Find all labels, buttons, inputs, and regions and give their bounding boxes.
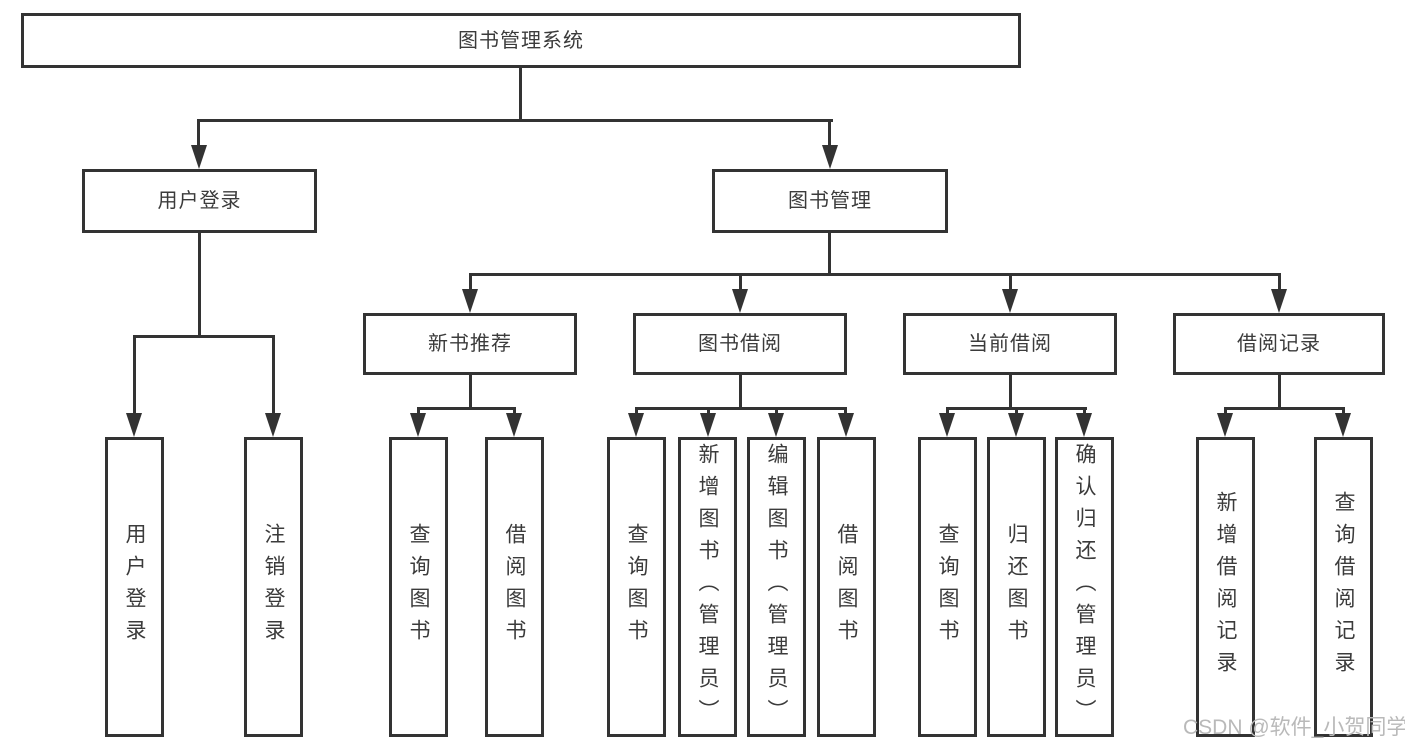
edge-new-book-recommend-bar xyxy=(417,407,516,410)
edge-to-new-book-recommend-arrowhead xyxy=(462,289,478,313)
edge-bb-to-borrow-books-arrowhead xyxy=(838,413,854,437)
watermark-text: CSDN @软件_小贺同学 xyxy=(1183,716,1405,739)
leaf-user-login-label: 用户登录 xyxy=(123,523,146,651)
leaf-query-books-current: 查询图书 xyxy=(918,437,977,737)
edge-book-borrowing-stem xyxy=(739,375,742,410)
edge-nb-to-query-books-arrowhead xyxy=(410,413,426,437)
leaf-query-borrow-record-label: 查询借阅记录 xyxy=(1332,491,1355,683)
edge-book-borrowing-bar xyxy=(635,407,847,410)
edge-cb-to-return-book-arrowhead xyxy=(1008,413,1024,437)
leaf-confirm-return-admin-label: 确认归还（管理员） xyxy=(1073,443,1096,731)
leaf-logout: 注销登录 xyxy=(244,437,303,737)
leaf-user-login: 用户登录 xyxy=(105,437,164,737)
leaf-borrow-books-borrowing-label: 借阅图书 xyxy=(835,523,858,651)
edge-cb-to-query-books-arrowhead xyxy=(939,413,955,437)
node-book-management-system-label: 图书管理系统 xyxy=(458,29,584,52)
edge-borrowing-records-stem xyxy=(1278,375,1281,410)
leaf-borrow-books-recommend: 借阅图书 xyxy=(485,437,544,737)
leaf-add-borrow-record-label: 新增借阅记录 xyxy=(1214,491,1237,683)
edge-to-book-management-line xyxy=(828,119,831,149)
leaf-return-book: 归还图书 xyxy=(987,437,1046,737)
node-book-borrowing: 图书借阅 xyxy=(633,313,847,375)
edge-bb-to-add-book-arrowhead xyxy=(700,413,716,437)
edge-cb-to-confirm-return-arrowhead xyxy=(1076,413,1092,437)
node-user-login: 用户登录 xyxy=(82,169,317,233)
node-new-book-recommend-label: 新书推荐 xyxy=(428,333,512,355)
edge-to-leaf-user-login-arrowhead xyxy=(126,413,142,437)
edge-current-borrowing-stem xyxy=(1009,375,1012,410)
edge-book-management-bar xyxy=(469,273,1281,276)
edge-to-borrowing-records-arrowhead xyxy=(1271,289,1287,313)
node-book-borrowing-label: 图书借阅 xyxy=(698,333,782,355)
edge-br-to-query-record-arrowhead xyxy=(1335,413,1351,437)
leaf-query-books-recommend-label: 查询图书 xyxy=(407,523,430,651)
leaf-return-book-label: 归还图书 xyxy=(1005,523,1028,651)
node-current-borrowing: 当前借阅 xyxy=(903,313,1117,375)
node-new-book-recommend: 新书推荐 xyxy=(363,313,577,375)
edge-to-current-borrowing-arrowhead xyxy=(1002,289,1018,313)
leaf-add-book-admin-label: 新增图书（管理员） xyxy=(696,443,719,731)
leaf-borrow-books-borrowing: 借阅图书 xyxy=(817,437,876,737)
edge-user-login-stem xyxy=(198,233,201,338)
leaf-add-borrow-record: 新增借阅记录 xyxy=(1196,437,1255,737)
node-user-login-label: 用户登录 xyxy=(157,190,242,212)
edge-book-management-stem xyxy=(828,233,831,276)
node-book-management-system: 图书管理系统 xyxy=(21,13,1021,68)
edge-to-leaf-logout-line xyxy=(272,335,275,419)
edge-to-user-login-arrowhead xyxy=(191,145,207,169)
leaf-query-books-recommend: 查询图书 xyxy=(389,437,448,737)
node-borrowing-records: 借阅记录 xyxy=(1173,313,1385,375)
leaf-query-books-borrowing: 查询图书 xyxy=(607,437,666,737)
edge-to-book-management-arrowhead xyxy=(822,145,838,169)
edge-new-book-recommend-stem xyxy=(469,375,472,410)
edge-to-borrowing-records-line xyxy=(1278,273,1281,295)
leaf-edit-book-admin-label: 编辑图书（管理员） xyxy=(765,443,788,731)
leaf-query-books-borrowing-label: 查询图书 xyxy=(625,523,648,651)
edge-to-leaf-logout-arrowhead xyxy=(265,413,281,437)
edge-to-book-borrowing-line xyxy=(739,273,742,295)
leaf-edit-book-admin: 编辑图书（管理员） xyxy=(747,437,806,737)
node-book-management: 图书管理 xyxy=(712,169,948,233)
edge-to-book-borrowing-arrowhead xyxy=(732,289,748,313)
edge-bb-to-query-books-arrowhead xyxy=(628,413,644,437)
edge-br-to-add-record-arrowhead xyxy=(1217,413,1233,437)
node-current-borrowing-label: 当前借阅 xyxy=(968,333,1052,355)
edge-user-login-bar xyxy=(133,335,275,338)
edge-borrowing-records-bar xyxy=(1224,407,1345,410)
edge-to-user-login-line xyxy=(197,119,200,149)
leaf-query-borrow-record: 查询借阅记录 xyxy=(1314,437,1373,737)
edge-nb-to-borrow-books-arrowhead xyxy=(506,413,522,437)
edge-root-stem xyxy=(519,68,522,122)
leaf-confirm-return-admin: 确认归还（管理员） xyxy=(1055,437,1114,737)
edge-to-current-borrowing-line xyxy=(1009,273,1012,295)
leaf-add-book-admin: 新增图书（管理员） xyxy=(678,437,737,737)
node-book-management-label: 图书管理 xyxy=(788,190,872,212)
edge-bb-to-edit-book-arrowhead xyxy=(768,413,784,437)
leaf-borrow-books-recommend-label: 借阅图书 xyxy=(503,523,526,651)
node-borrowing-records-label: 借阅记录 xyxy=(1237,333,1321,355)
edge-root-bar xyxy=(197,119,833,122)
edge-to-new-book-recommend-line xyxy=(469,273,472,295)
leaf-query-books-current-label: 查询图书 xyxy=(936,523,959,651)
leaf-logout-label: 注销登录 xyxy=(262,523,285,651)
edge-to-leaf-user-login-line xyxy=(133,335,136,419)
